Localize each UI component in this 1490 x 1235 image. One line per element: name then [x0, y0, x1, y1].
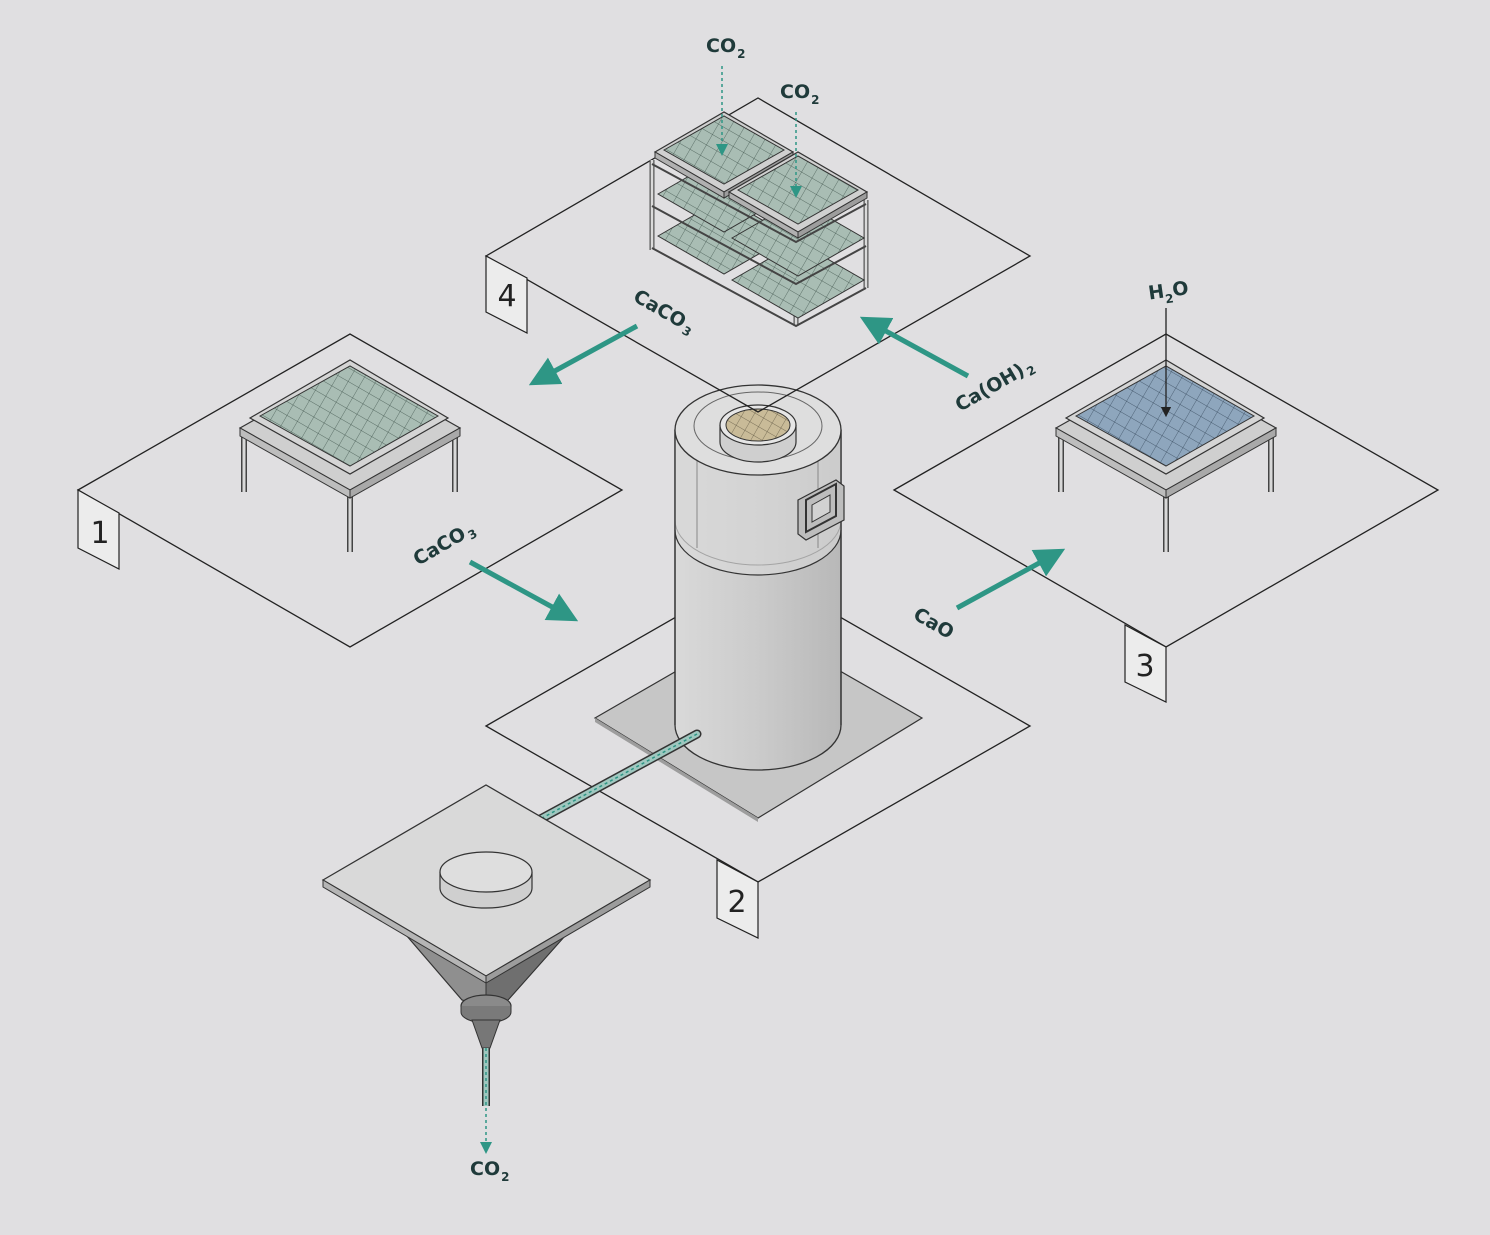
svg-text:H2O: H2O — [1147, 277, 1191, 308]
co2-output-sub: 2 — [501, 1170, 509, 1184]
drying-tray-icon — [238, 359, 462, 552]
station-1-number: 1 — [90, 516, 109, 551]
flow-arrow-caoh2-to-racks: Ca(OH)2 — [859, 316, 1039, 418]
water-label-h: H — [1147, 281, 1166, 305]
station-2-number: 2 — [727, 885, 746, 920]
carbonation-racks-icon: CO2 CO2 — [649, 35, 869, 328]
flow-label-caco3-a: CaCO — [410, 523, 470, 570]
flow-arrow-cao-to-hydration: CaO — [910, 548, 1066, 644]
co2-input-a-sub: 2 — [737, 47, 745, 61]
water-label-sub: 2 — [1164, 291, 1174, 306]
flow-label-cao: CaO — [910, 603, 958, 644]
svg-text:CaO: CaO — [910, 603, 958, 644]
svg-text:CO2: CO2 — [780, 81, 819, 107]
svg-text:CaCO3: CaCO3 — [629, 285, 699, 339]
station-2-platform: 2 — [484, 569, 1032, 939]
hydration-tray-icon: H2O — [1054, 277, 1278, 552]
svg-text:Ca(OH)2: Ca(OH)2 — [952, 354, 1039, 418]
co2-output-label: CO — [470, 1158, 500, 1180]
co2-input-a-label: CO — [706, 35, 736, 57]
water-label-o: O — [1171, 277, 1190, 301]
svg-text:CO2: CO2 — [706, 35, 745, 61]
svg-text:CO2: CO2 — [470, 1158, 509, 1184]
kiln-icon — [481, 384, 924, 871]
station-3-platform: 3 — [892, 333, 1440, 703]
co2-input-b-sub: 2 — [811, 93, 819, 107]
station-3-number: 3 — [1135, 649, 1154, 684]
station-1-platform: 1 — [76, 333, 624, 648]
flow-label-caoh2: Ca(OH) — [952, 359, 1029, 416]
station-4-number: 4 — [497, 279, 516, 314]
co2-collector-icon: CO2 — [321, 784, 652, 1184]
flow-label-caco3-b: CaCO — [630, 285, 690, 332]
co2-input-b-label: CO — [780, 81, 810, 103]
